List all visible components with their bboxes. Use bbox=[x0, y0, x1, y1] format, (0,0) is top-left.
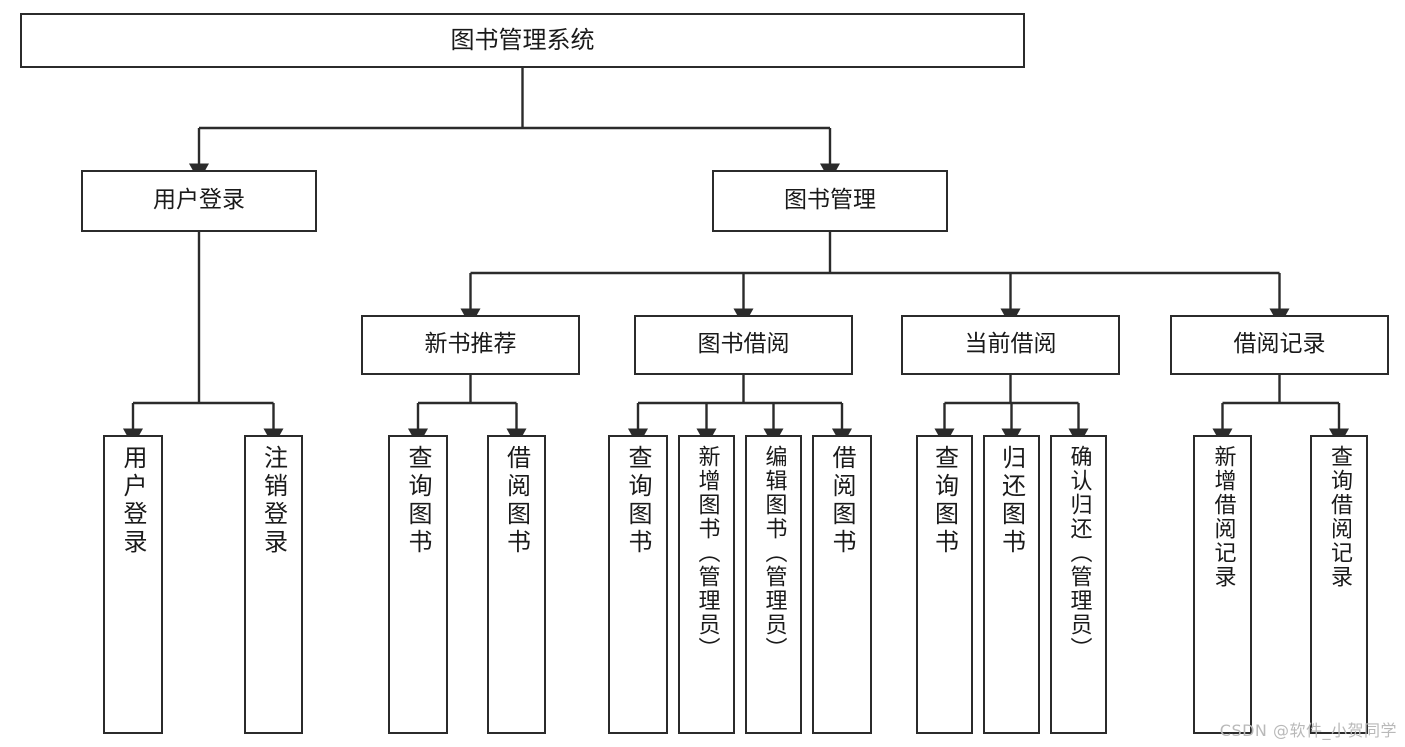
node-leaf-borrow-book-1[interactable]: 借阅图书 bbox=[487, 435, 546, 734]
node-current-borrow-label: 当前借阅 bbox=[964, 331, 1057, 358]
node-book-borrow[interactable]: 图书借阅 bbox=[634, 315, 853, 375]
node-leaf-query-book-2[interactable]: 查询图书 bbox=[608, 435, 668, 734]
node-root-book-management-system[interactable]: 图书管理系统 bbox=[20, 13, 1025, 68]
node-book-manage-label: 图书管理 bbox=[784, 187, 876, 214]
node-leaf-query-record-label: 查询借阅记录 bbox=[1327, 445, 1352, 589]
node-leaf-logout-label: 注销登录 bbox=[259, 445, 288, 557]
node-user-login-label: 用户登录 bbox=[153, 187, 245, 214]
node-user-login[interactable]: 用户登录 bbox=[81, 170, 317, 232]
node-new-book-rec[interactable]: 新书推荐 bbox=[361, 315, 580, 375]
node-leaf-borrow-book-1-label: 借阅图书 bbox=[502, 445, 531, 557]
node-leaf-add-book[interactable]: 新增图书（管理员） bbox=[678, 435, 735, 734]
node-leaf-add-record[interactable]: 新增借阅记录 bbox=[1193, 435, 1252, 734]
node-root-book-management-system-label: 图书管理系统 bbox=[450, 26, 595, 55]
node-leaf-return-book[interactable]: 归还图书 bbox=[983, 435, 1040, 734]
node-borrow-record[interactable]: 借阅记录 bbox=[1170, 315, 1389, 375]
node-leaf-add-book-label: 新增图书（管理员） bbox=[694, 445, 720, 661]
node-leaf-user-login[interactable]: 用户登录 bbox=[103, 435, 163, 734]
node-book-borrow-label: 图书借阅 bbox=[697, 331, 790, 358]
node-leaf-edit-book[interactable]: 编辑图书（管理员） bbox=[745, 435, 802, 734]
node-leaf-confirm-return-label: 确认归还（管理员） bbox=[1066, 445, 1092, 661]
node-current-borrow[interactable]: 当前借阅 bbox=[901, 315, 1120, 375]
node-leaf-add-record-label: 新增借阅记录 bbox=[1210, 445, 1236, 589]
node-leaf-query-book-3[interactable]: 查询图书 bbox=[916, 435, 973, 734]
node-leaf-borrow-book-2-label: 借阅图书 bbox=[828, 445, 856, 557]
node-book-manage[interactable]: 图书管理 bbox=[712, 170, 948, 232]
node-leaf-query-book-3-label: 查询图书 bbox=[930, 445, 959, 557]
node-leaf-query-book-2-label: 查询图书 bbox=[624, 445, 652, 557]
node-leaf-return-book-label: 归还图书 bbox=[997, 445, 1026, 557]
node-new-book-rec-label: 新书推荐 bbox=[424, 331, 517, 358]
node-leaf-confirm-return[interactable]: 确认归还（管理员） bbox=[1050, 435, 1107, 734]
node-leaf-edit-book-label: 编辑图书（管理员） bbox=[761, 445, 787, 661]
node-borrow-record-label: 借阅记录 bbox=[1233, 331, 1326, 358]
node-leaf-query-book-1-label: 查询图书 bbox=[404, 445, 432, 557]
node-leaf-logout[interactable]: 注销登录 bbox=[244, 435, 303, 734]
node-leaf-user-login-label: 用户登录 bbox=[119, 445, 147, 557]
csdn-watermark: CSDN @软件_小贺同学 bbox=[1219, 721, 1397, 740]
node-leaf-query-book-1[interactable]: 查询图书 bbox=[388, 435, 448, 734]
node-leaf-query-record[interactable]: 查询借阅记录 bbox=[1310, 435, 1368, 734]
node-leaf-borrow-book-2[interactable]: 借阅图书 bbox=[812, 435, 872, 734]
